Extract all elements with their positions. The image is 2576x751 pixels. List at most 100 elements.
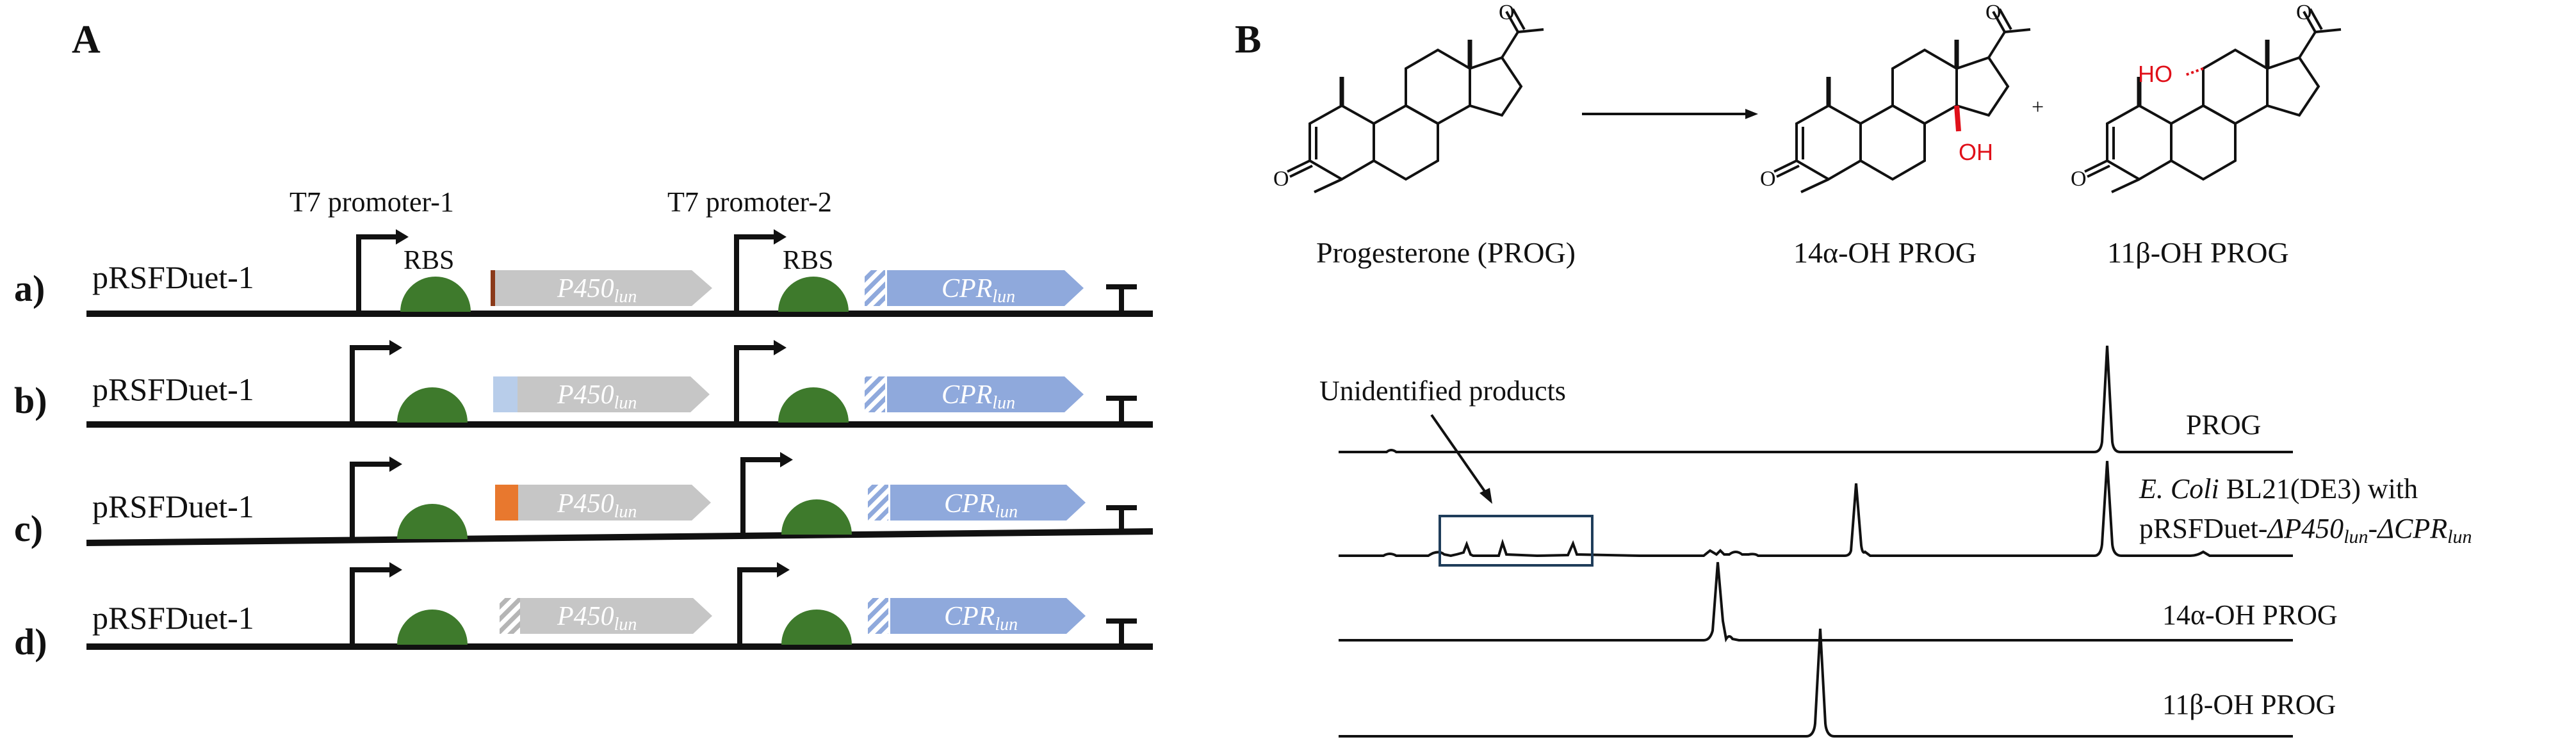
terminator-icon bbox=[1106, 396, 1137, 424]
row-label: d) bbox=[14, 621, 47, 663]
promoter-2-arrow bbox=[740, 457, 780, 538]
chromatogram bbox=[1339, 345, 2293, 738]
arrowhead-icon bbox=[1480, 488, 1492, 504]
plasmid-name: pRSFDuet-1 bbox=[92, 489, 254, 524]
oxo-label: O bbox=[1499, 1, 1515, 24]
plasmid-backbone bbox=[86, 528, 1153, 546]
panel-b-label: B bbox=[1235, 18, 1261, 61]
cpr-gene-label: CPRlun bbox=[944, 489, 1018, 522]
promoter-1-arrow bbox=[350, 567, 389, 647]
ho-label: HO bbox=[2138, 61, 2172, 87]
cpr-gene-arrow bbox=[890, 485, 1086, 521]
p450-gene-label: P450lun bbox=[557, 380, 637, 413]
trace-11b bbox=[1339, 628, 2293, 738]
panel-a: A T7 promoter-1 T7 promoter-2 a) pRSFDue… bbox=[14, 18, 1153, 663]
rbs-icon bbox=[781, 499, 852, 535]
p450-gene-label: P450lun bbox=[557, 602, 637, 634]
hatched-tag bbox=[868, 598, 888, 634]
promoter-2-arrow bbox=[734, 234, 774, 314]
panel-a-label: A bbox=[72, 18, 101, 61]
trace-ecoli bbox=[1339, 460, 2293, 558]
product-2-label: 11β-OH PROG bbox=[2107, 236, 2289, 269]
promoter-1-arrow bbox=[350, 345, 389, 424]
tag-block bbox=[495, 485, 518, 521]
arrowhead-icon bbox=[1745, 109, 1758, 119]
plus-sign: + bbox=[2032, 95, 2044, 119]
cpr-gene-arrow bbox=[890, 598, 1086, 634]
promoter-2-arrow bbox=[737, 567, 777, 647]
progesterone-structure bbox=[1287, 8, 1544, 193]
construct-row-a: a) pRSFDuet-1 RBS P450lun RBS CPRlun bbox=[14, 229, 1153, 317]
promoter-1-arrow bbox=[350, 462, 389, 541]
p450-gene-arrow bbox=[518, 485, 711, 521]
terminator-icon bbox=[1106, 505, 1137, 533]
oh-label: OH bbox=[1959, 139, 1993, 165]
trace-prog bbox=[1339, 345, 2293, 453]
annotation-box bbox=[1439, 515, 1594, 567]
arrowhead-icon bbox=[389, 562, 402, 577]
row-label: c) bbox=[14, 508, 43, 549]
oxo-label: O bbox=[2296, 1, 2312, 24]
p450-gene-arrow bbox=[520, 598, 712, 634]
arrowhead-icon bbox=[774, 229, 787, 245]
rbs-icon bbox=[400, 277, 471, 312]
promoter-1-label: T7 promoter-1 bbox=[289, 186, 454, 218]
tag-bar bbox=[491, 270, 495, 306]
trace-14a bbox=[1339, 561, 2293, 643]
hatched-tag bbox=[865, 376, 885, 412]
hatched-tag bbox=[868, 485, 888, 521]
rbs-icon bbox=[397, 387, 468, 423]
cpr-gene-label: CPRlun bbox=[942, 274, 1015, 307]
trace-label-14a: 14α-OH PROG bbox=[2162, 599, 2338, 631]
oxo-label: O bbox=[1273, 167, 1289, 191]
terminator-icon bbox=[1106, 284, 1137, 314]
promoter-2-arrow bbox=[734, 345, 774, 424]
promoter-1-arrow bbox=[356, 234, 396, 314]
p450-gene-label: P450lun bbox=[557, 274, 637, 307]
annotation-arrow bbox=[1430, 414, 1487, 494]
arrowhead-icon bbox=[396, 229, 409, 245]
plasmid-name: pRSFDuet-1 bbox=[92, 371, 254, 407]
trace-label-ecoli-line2: pRSFDuet-ΔP450lun-ΔCPRlun bbox=[2139, 513, 2472, 547]
panel-b: B O O bbox=[1235, 1, 2472, 738]
cpr-gene-arrow bbox=[887, 270, 1084, 306]
arrowhead-icon bbox=[389, 456, 402, 472]
terminator-icon bbox=[1106, 618, 1137, 647]
oxo-label: O bbox=[2071, 167, 2087, 191]
arrowhead-icon bbox=[780, 452, 793, 467]
cpr-gene-label: CPRlun bbox=[942, 380, 1015, 413]
promoter-2-label: T7 promoter-2 bbox=[667, 186, 832, 218]
row-label: a) bbox=[14, 268, 45, 309]
rbs-icon bbox=[397, 610, 468, 645]
rbs-label: RBS bbox=[404, 246, 454, 275]
construct-row-b: b) pRSFDuet-1 P450lun CPRlun bbox=[14, 340, 1153, 428]
trace-label-11b: 11β-OH PROG bbox=[2162, 689, 2336, 720]
14a-oh-prog-structure bbox=[1773, 8, 2031, 193]
plasmid-name: pRSFDuet-1 bbox=[92, 600, 254, 636]
rbs-icon bbox=[781, 610, 852, 645]
p450-gene-label: P450lun bbox=[557, 489, 637, 522]
row-label: b) bbox=[14, 380, 47, 421]
oh-bond bbox=[1954, 105, 1961, 132]
p450-gene-arrow bbox=[518, 376, 710, 412]
11b-oh-prog-structure bbox=[2084, 8, 2342, 193]
oxo-label: O bbox=[1985, 1, 2001, 24]
annotation-label: Unidentified products bbox=[1319, 375, 1566, 407]
rbs-icon bbox=[778, 387, 849, 423]
construct-row-d: d) pRSFDuet-1 P450lun CPRlun bbox=[14, 562, 1153, 663]
rbs-icon bbox=[397, 504, 468, 539]
hatched-tag bbox=[500, 598, 520, 634]
arrowhead-icon bbox=[389, 340, 402, 355]
construct-row-c: c) pRSFDuet-1 P450lun CPRlun bbox=[14, 452, 1153, 549]
oxo-label: O bbox=[1760, 167, 1776, 191]
rbs-icon bbox=[778, 277, 849, 312]
product-1-label: 14α-OH PROG bbox=[1793, 236, 1977, 269]
substrate-label: Progesterone (PROG) bbox=[1316, 236, 1576, 269]
hatched-tag bbox=[865, 270, 885, 306]
tag-block bbox=[493, 376, 518, 412]
trace-label-prog: PROG bbox=[2186, 409, 2261, 440]
plasmid-name: pRSFDuet-1 bbox=[92, 259, 254, 295]
rbs-label: RBS bbox=[783, 246, 833, 275]
cpr-gene-label: CPRlun bbox=[944, 602, 1018, 634]
